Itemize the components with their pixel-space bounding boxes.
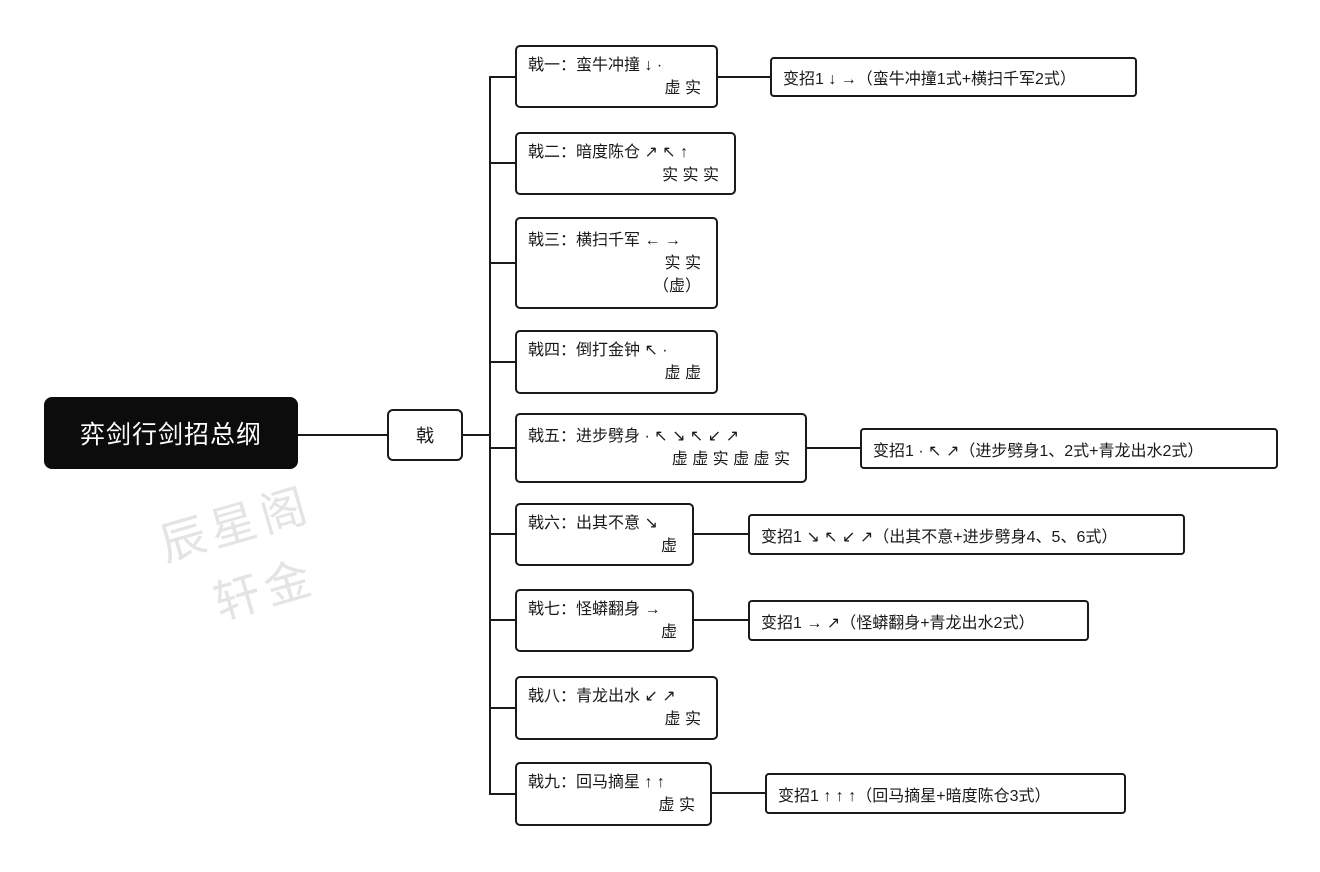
variant-node-4[interactable]: 变招1 → ↗（怪蟒翻身+青龙出水2式）: [748, 600, 1089, 641]
branch-node-1[interactable]: 戟一：蛮牛冲撞 ↓ · 虚 实: [515, 45, 718, 108]
branch-marks: 虚 实: [664, 79, 701, 97]
branch-marks-2: （虚）: [652, 277, 701, 295]
branch-title: 戟八：青龙出水 ↙ ↗: [528, 688, 676, 705]
variant-label: 变招1 · ↖ ↗（进步劈身1、2式+青龙出水2式）: [873, 442, 1204, 460]
branch-node-8[interactable]: 戟八：青龙出水 ↙ ↗ 虚 实: [515, 676, 718, 740]
branch-title: 戟六：出其不意 ↘: [528, 514, 658, 532]
branch-marks: 虚 虚 实 虚 虚 实: [671, 451, 790, 468]
variant-node-1[interactable]: 变招1 ↓ →（蛮牛冲撞1式+横扫千军2式）: [770, 57, 1137, 97]
variant-label: 变招1 ↑ ↑ ↑（回马摘星+暗度陈仓3式）: [778, 787, 1051, 805]
branch-title: 戟九：回马摘星 ↑ ↑: [528, 774, 665, 791]
branch-node-7[interactable]: 戟七：怪蟒翻身 → 虚: [515, 589, 694, 652]
root-node[interactable]: 弈剑行剑招总纲: [44, 397, 298, 469]
branch-marks: 虚: [660, 623, 677, 641]
branch-node-6[interactable]: 戟六：出其不意 ↘ 虚: [515, 503, 694, 566]
watermark-line-1: 辰星阁: [153, 477, 319, 571]
branch-node-9[interactable]: 戟九：回马摘星 ↑ ↑ 虚 实: [515, 762, 712, 826]
branch-marks: 虚: [660, 537, 677, 555]
branch-title: 戟三：横扫千军 ← →: [528, 231, 681, 249]
branch-marks: 实 实: [664, 254, 701, 272]
variant-label: 变招1 ↘ ↖ ↙ ↗（出其不意+进步劈身4、5、6式）: [761, 528, 1118, 546]
hub-node[interactable]: 戟: [387, 409, 463, 461]
watermark-line-2: 轩金: [208, 550, 323, 630]
branch-title: 戟四：倒打金钟 ↖ ·: [528, 342, 668, 359]
variant-label: 变招1 ↓ →（蛮牛冲撞1式+横扫千军2式）: [783, 71, 1076, 88]
branch-node-5[interactable]: 戟五：进步劈身 · ↖ ↘ ↖ ↙ ↗ 虚 虚 实 虚 虚 实: [515, 413, 807, 483]
branch-marks: 虚 实: [658, 797, 695, 814]
branch-node-4[interactable]: 戟四：倒打金钟 ↖ · 虚 虚: [515, 330, 718, 394]
branch-marks: 虚 实: [664, 711, 701, 728]
branch-marks: 虚 虚: [664, 365, 701, 382]
hub-node-label: 戟: [416, 426, 434, 446]
branch-node-2[interactable]: 戟二：暗度陈仓 ↗ ↖ ↑ 实 实 实: [515, 132, 736, 195]
variant-label: 变招1 → ↗（怪蟒翻身+青龙出水2式）: [761, 614, 1035, 632]
root-node-label: 弈剑行剑招总纲: [79, 421, 262, 449]
branch-title: 戟七：怪蟒翻身 →: [528, 600, 661, 618]
branch-title: 戟一：蛮牛冲撞 ↓ ·: [528, 56, 663, 74]
branch-title: 戟五：进步劈身 · ↖ ↘ ↖ ↙ ↗: [528, 428, 740, 445]
branch-node-3[interactable]: 戟三：横扫千军 ← → 实 实 （虚）: [515, 217, 718, 309]
branch-marks: 实 实 实: [662, 166, 719, 184]
variant-node-3[interactable]: 变招1 ↘ ↖ ↙ ↗（出其不意+进步劈身4、5、6式）: [748, 514, 1185, 555]
branch-title: 戟二：暗度陈仓 ↗ ↖ ↑: [528, 143, 689, 161]
variant-node-5[interactable]: 变招1 ↑ ↑ ↑（回马摘星+暗度陈仓3式）: [765, 773, 1126, 814]
variant-node-2[interactable]: 变招1 · ↖ ↗（进步劈身1、2式+青龙出水2式）: [860, 428, 1278, 469]
watermark: 辰星阁 轩金: [151, 469, 340, 649]
